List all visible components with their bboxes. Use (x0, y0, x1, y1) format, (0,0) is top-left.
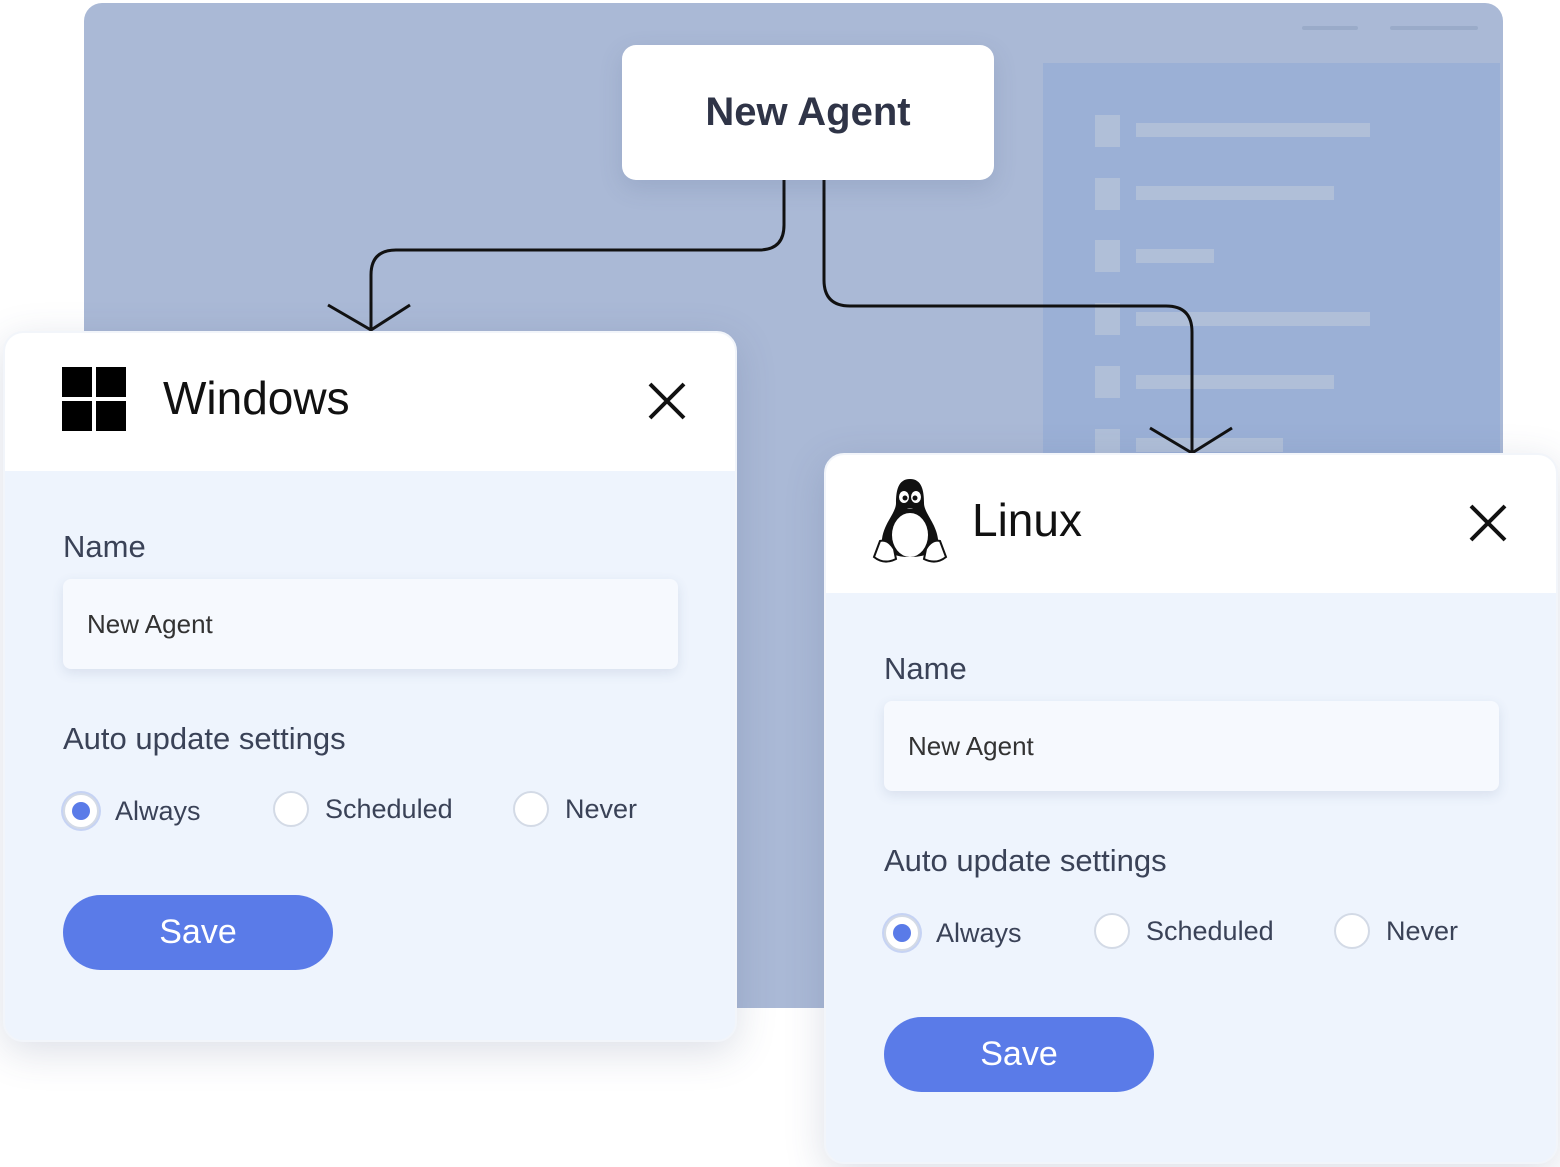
arrow-to-linux (822, 180, 1194, 453)
radio-empty-icon (1094, 913, 1130, 949)
radio-empty-icon (1334, 913, 1370, 949)
card-header: Linux (826, 455, 1556, 593)
radio-scheduled[interactable]: Scheduled (1094, 913, 1274, 949)
name-label: Name (884, 651, 967, 686)
name-label: Name (63, 529, 146, 564)
card-title: Windows (163, 372, 350, 424)
auto-update-label: Auto update settings (63, 721, 346, 756)
windows-agent-card: Windows Name Auto update settings Always… (3, 331, 737, 1042)
tux-penguin-icon (872, 479, 948, 563)
arrow-to-windows (369, 180, 786, 330)
placeholder-bar (1302, 26, 1358, 30)
radio-empty-icon (513, 791, 549, 827)
radio-selected-icon (63, 793, 99, 829)
card-header: Windows (5, 333, 735, 471)
auto-update-label: Auto update settings (884, 843, 1167, 878)
radio-always[interactable]: Always (63, 793, 201, 829)
name-input[interactable] (884, 701, 1499, 791)
radio-always[interactable]: Always (884, 915, 1022, 951)
radio-empty-icon (273, 791, 309, 827)
card-title: Linux (972, 494, 1082, 546)
save-button[interactable]: Save (884, 1017, 1154, 1092)
windows-logo-icon (62, 367, 126, 431)
linux-agent-card: Linux Name Auto update settings Always S… (824, 453, 1558, 1164)
name-input[interactable] (63, 579, 678, 669)
radio-selected-icon (884, 915, 920, 951)
placeholder-bar (1390, 26, 1478, 30)
radio-scheduled[interactable]: Scheduled (273, 791, 453, 827)
arrowhead-windows (327, 303, 411, 332)
new-agent-node: New Agent (622, 45, 994, 180)
close-icon[interactable] (1468, 503, 1508, 543)
save-button[interactable]: Save (63, 895, 333, 970)
radio-never[interactable]: Never (513, 791, 637, 827)
radio-never[interactable]: Never (1334, 913, 1458, 949)
close-icon[interactable] (647, 381, 687, 421)
